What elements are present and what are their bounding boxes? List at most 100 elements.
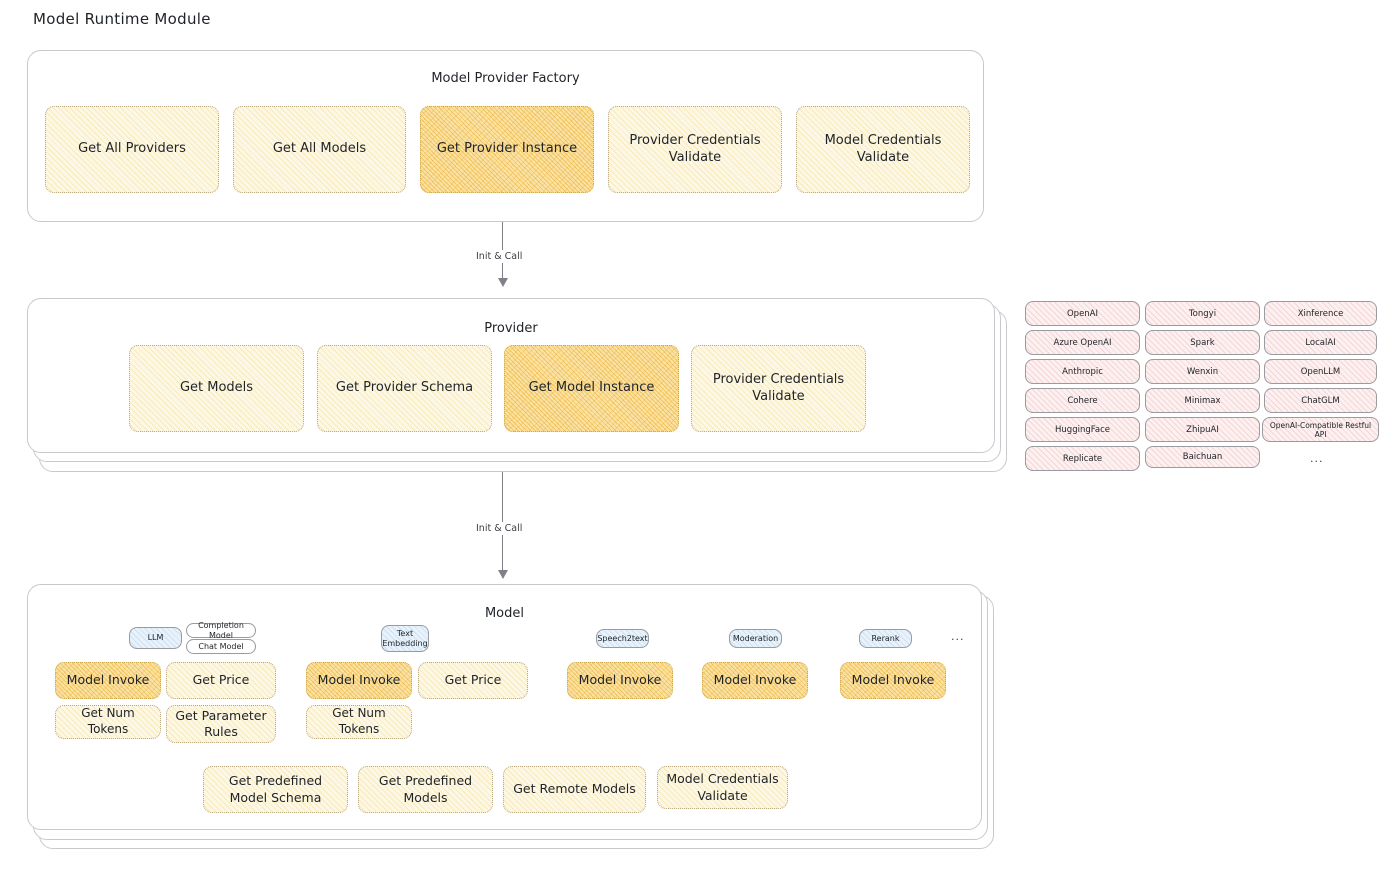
arrow-provider-to-model-head — [497, 570, 508, 579]
model-method-label: Get Num Tokens — [81, 706, 135, 736]
provider-node-label: Provider Credentials Validate — [712, 371, 845, 404]
model-type-badge-moderation[interactable]: Moderation — [729, 629, 782, 648]
provider-list-item-label: LocalAI — [1305, 337, 1336, 348]
model-method-llm-model-invoke[interactable]: Model Invoke — [55, 662, 161, 699]
model-common-method-get-predefined-model-schema[interactable]: Get Predefined Model Schema — [203, 766, 348, 813]
model-title: Model — [484, 606, 525, 621]
provider-node-provider-credentials-validate[interactable]: Provider Credentials Validate — [691, 345, 866, 432]
factory-node-label: Get Provider Instance — [436, 141, 578, 157]
model-types-more-ellipsis: ... — [951, 630, 965, 643]
arrow-factory-to-provider-head — [497, 278, 508, 287]
model-method-llm-get-parameter-rules[interactable]: Get Parameter Rules — [166, 705, 276, 743]
provider-list-item-anthropic[interactable]: Anthropic — [1025, 359, 1140, 384]
model-subtype-badge-completion-model[interactable]: Completion Model — [186, 620, 256, 640]
model-method-label: Model Invoke — [851, 672, 935, 688]
provider-title: Provider — [484, 321, 538, 336]
model-subtype-badge-label: Completion Model — [198, 620, 244, 640]
factory-node-provider-credentials-validate[interactable]: Provider Credentials Validate — [608, 106, 782, 193]
model-type-badge-text-embedding[interactable]: Text Embedding — [381, 625, 429, 652]
provider-list-more-ellipsis: ... — [1310, 452, 1324, 465]
provider-list-item-localai[interactable]: LocalAI — [1264, 330, 1377, 355]
provider-list-item-label: HuggingFace — [1055, 424, 1110, 435]
provider-list-item-label: Wenxin — [1186, 366, 1219, 377]
model-method-text-embedding-model-invoke[interactable]: Model Invoke — [306, 662, 412, 699]
provider-list-item-openai[interactable]: OpenAI — [1025, 301, 1140, 326]
model-method-label: Model Invoke — [578, 672, 662, 688]
provider-list-item-chatglm[interactable]: ChatGLM — [1264, 388, 1377, 413]
provider-list-item-label: Tongyi — [1188, 308, 1217, 319]
model-method-text-embedding-get-num-tokens[interactable]: Get Num Tokens — [306, 705, 412, 739]
provider-list-item-label: ZhipuAI — [1186, 424, 1219, 435]
model-method-label: Model Invoke — [713, 672, 797, 688]
model-method-label: Model Invoke — [66, 672, 150, 688]
provider-node-get-model-instance[interactable]: Get Model Instance — [504, 345, 679, 432]
provider-node-label: Get Models — [179, 380, 254, 396]
provider-list-item-openai-compatible-restful-api[interactable]: OpenAI-Compatible Restful API — [1262, 417, 1379, 442]
model-subtype-badge-label: Chat Model — [198, 641, 244, 651]
arrow-provider-to-model-label: Init & Call — [472, 522, 527, 535]
provider-node-label: Get Model Instance — [528, 380, 655, 396]
model-method-speech2text-model-invoke[interactable]: Model Invoke — [567, 662, 673, 699]
provider-list-item-label: Minimax — [1184, 395, 1221, 406]
model-type-badge-label: Speech2text — [597, 633, 648, 643]
model-method-label: Get Price — [444, 672, 502, 688]
provider-list-item-xinference[interactable]: Xinference — [1264, 301, 1377, 326]
provider-list-item-label: Spark — [1190, 337, 1215, 348]
model-common-method-label: Get Predefined Models — [378, 773, 473, 805]
factory-node-get-all-providers[interactable]: Get All Providers — [45, 106, 219, 193]
model-type-badge-speech2text[interactable]: Speech2text — [596, 629, 649, 648]
provider-list-item-cohere[interactable]: Cohere — [1025, 388, 1140, 413]
provider-list-item-label: Baichuan — [1182, 452, 1223, 462]
provider-list-item-minimax[interactable]: Minimax — [1145, 388, 1260, 413]
provider-list-item-openllm[interactable]: OpenLLM — [1264, 359, 1377, 384]
provider-node-get-provider-schema[interactable]: Get Provider Schema — [317, 345, 492, 432]
model-common-method-model-credentials-validate[interactable]: Model Credentials Validate — [657, 766, 788, 809]
model-method-label: Get Parameter Rules — [175, 707, 267, 739]
provider-list-item-azure-openai[interactable]: Azure OpenAI — [1025, 330, 1140, 355]
model-common-method-get-predefined-models[interactable]: Get Predefined Models — [358, 766, 493, 813]
provider-list-item-tongyi[interactable]: Tongyi — [1145, 301, 1260, 326]
provider-list-item-label: OpenAI — [1066, 308, 1099, 319]
model-method-label: Get Num Tokens — [332, 706, 386, 736]
provider-list-item-wenxin[interactable]: Wenxin — [1145, 359, 1260, 384]
model-method-text-embedding-get-price[interactable]: Get Price — [418, 662, 528, 699]
model-type-badge-label: Moderation — [732, 633, 779, 643]
model-common-method-label: Get Remote Models — [513, 781, 636, 797]
factory-node-label: Get All Providers — [78, 141, 186, 157]
factory-node-label: Get All Models — [272, 141, 367, 157]
model-type-badge-label: LLM — [147, 633, 164, 642]
factory-node-label: Model Credentials Validate — [824, 132, 942, 165]
provider-list-item-label: OpenAI-Compatible Restful API — [1269, 420, 1372, 439]
provider-list-item-huggingface[interactable]: HuggingFace — [1025, 417, 1140, 442]
provider-node-get-models[interactable]: Get Models — [129, 345, 304, 432]
model-common-method-label: Model Credentials Validate — [666, 771, 779, 803]
provider-list-item-label: Azure OpenAI — [1053, 337, 1112, 348]
model-type-badge-label: Text Embedding — [382, 628, 428, 648]
provider-list-item-zhipuai[interactable]: ZhipuAI — [1145, 417, 1260, 442]
model-method-llm-get-num-tokens[interactable]: Get Num Tokens — [55, 705, 161, 739]
model-method-moderation-model-invoke[interactable]: Model Invoke — [702, 662, 808, 699]
provider-list-item-label: Cohere — [1067, 395, 1098, 406]
model-method-rerank-model-invoke[interactable]: Model Invoke — [840, 662, 946, 699]
model-method-label: Get Price — [192, 672, 250, 688]
provider-list-item-replicate[interactable]: Replicate — [1025, 446, 1140, 471]
provider-list-item-baichuan[interactable]: Baichuan — [1145, 446, 1260, 468]
model-provider-factory-title: Model Provider Factory — [431, 71, 580, 86]
factory-node-label: Provider Credentials Validate — [629, 132, 761, 165]
provider-list-item-spark[interactable]: Spark — [1145, 330, 1260, 355]
model-common-method-get-remote-models[interactable]: Get Remote Models — [503, 766, 646, 813]
model-subtype-badge-chat-model[interactable]: Chat Model — [186, 639, 256, 654]
provider-list-item-label: Replicate — [1062, 453, 1103, 464]
factory-node-model-credentials-validate[interactable]: Model Credentials Validate — [796, 106, 970, 193]
page-title: Model Runtime Module — [33, 10, 211, 28]
provider-list-item-label: Anthropic — [1062, 366, 1103, 377]
factory-node-get-all-models[interactable]: Get All Models — [233, 106, 406, 193]
model-type-badge-rerank[interactable]: Rerank — [859, 629, 912, 648]
model-type-badge-llm[interactable]: LLM — [129, 627, 182, 649]
model-method-llm-get-price[interactable]: Get Price — [166, 662, 276, 699]
arrow-factory-to-provider-label: Init & Call — [472, 250, 527, 263]
provider-list-item-label: OpenLLM — [1300, 366, 1341, 377]
provider-node-label: Get Provider Schema — [335, 380, 474, 396]
model-method-label: Model Invoke — [317, 672, 401, 688]
factory-node-get-provider-instance[interactable]: Get Provider Instance — [420, 106, 594, 193]
